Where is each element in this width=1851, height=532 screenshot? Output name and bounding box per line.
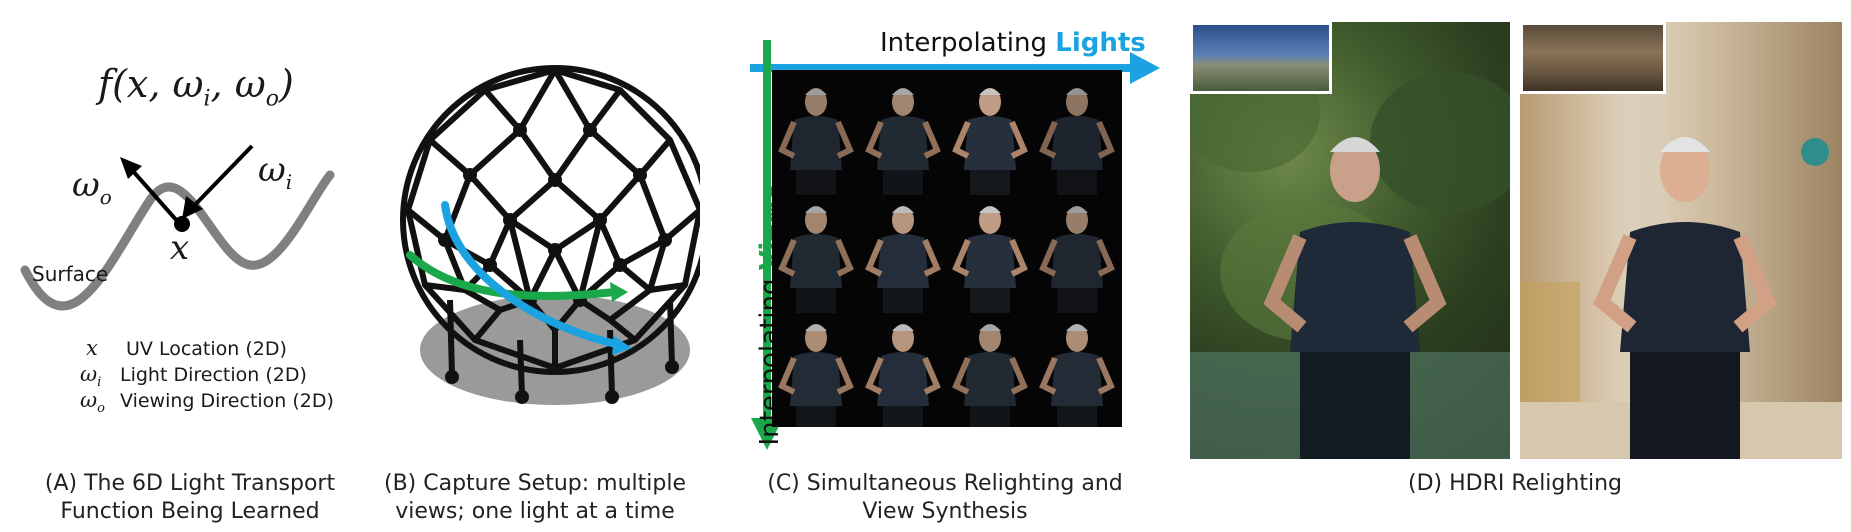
grid-figures bbox=[772, 70, 1122, 427]
omega-o-arrowhead bbox=[120, 157, 142, 179]
omega-o-label: ωo bbox=[72, 165, 112, 209]
frame-nodes bbox=[438, 123, 672, 307]
grid-row-3 bbox=[782, 324, 1111, 427]
grid-row-1 bbox=[782, 88, 1111, 195]
panel-d: (D) HDRI Relighting bbox=[1180, 0, 1850, 532]
relighting-grid bbox=[772, 70, 1122, 427]
hdri-outdoor-photo bbox=[1190, 22, 1510, 459]
hdri-indoor-thumbnail bbox=[1520, 22, 1666, 94]
caption-d: (D) HDRI Relighting bbox=[1408, 471, 1622, 496]
panel-c: Interpolating Lights Interpolating Views bbox=[720, 0, 1170, 532]
blue-arc-arrow bbox=[441, 201, 624, 349]
grid-row-2 bbox=[782, 206, 1111, 313]
interpolating-lights-label: Interpolating Lights bbox=[880, 28, 1146, 58]
lights-axis-arrow bbox=[750, 52, 1160, 84]
x-label: x bbox=[170, 228, 190, 268]
surface-label: Surface bbox=[32, 262, 109, 286]
geodesic-sphere-illustration bbox=[400, 65, 700, 405]
caption-c: (C) Simultaneous Relighting and View Syn… bbox=[767, 471, 1123, 524]
omega-i-label: ωi bbox=[258, 150, 293, 194]
surface-curve bbox=[20, 170, 335, 311]
caption-b: (B) Capture Setup: multiple views; one l… bbox=[384, 471, 686, 524]
function-label: f(x, ωi, ωo) bbox=[98, 62, 294, 112]
omega-i-arrowhead bbox=[182, 196, 203, 219]
caption-a: (A) The 6D Light Transport Function Bein… bbox=[44, 471, 336, 524]
panel-b: (B) Capture Setup: multiple views; one l… bbox=[370, 0, 700, 532]
hdri-outdoor-thumbnail bbox=[1190, 22, 1332, 94]
hdri-indoor-photo bbox=[1520, 22, 1842, 459]
point-x-dot bbox=[174, 216, 190, 232]
panel-a-diagram bbox=[20, 144, 335, 311]
